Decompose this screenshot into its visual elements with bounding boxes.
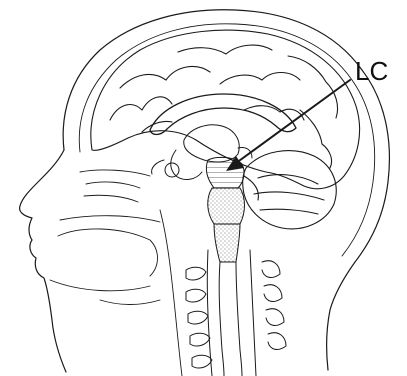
spinal-column [186, 250, 286, 376]
face-structures [50, 170, 182, 376]
nasal-cavity [80, 170, 150, 176]
palate [60, 216, 160, 222]
thalamus [184, 125, 239, 162]
spinous-process-4 [268, 333, 286, 350]
vertebra-5 [192, 355, 212, 368]
gyrus-6 [300, 110, 332, 168]
pharynx [160, 210, 182, 376]
corpus-callosum [150, 94, 296, 135]
nasal-concha-1 [86, 182, 140, 188]
vertebra-1 [186, 267, 206, 280]
spinous-process-3 [266, 309, 284, 326]
face-profile [20, 150, 66, 372]
spinal-canal-right [250, 250, 256, 376]
spinous-process-2 [264, 285, 282, 302]
medulla [214, 224, 240, 262]
vertebra-3 [188, 311, 208, 324]
vertebra-2 [186, 289, 206, 302]
head-outline [20, 10, 390, 372]
pons [208, 188, 245, 224]
gyrus-2 [120, 66, 210, 88]
fourth-ventricle [244, 176, 258, 200]
hypothalamus [171, 150, 202, 179]
hyoid-region [100, 300, 160, 305]
cerebellum-fold-3 [260, 209, 318, 214]
gyrus-1 [110, 97, 172, 120]
vertebra-4 [190, 333, 210, 346]
spinal-cord-left [219, 262, 224, 376]
nasal-concha-2 [84, 195, 138, 202]
tongue [58, 229, 158, 276]
gyrus-3 [178, 45, 272, 54]
lc-label: LC [355, 56, 388, 86]
jaw [50, 280, 150, 291]
gyrus-4 [220, 73, 300, 85]
lc-arrow-shaft [232, 80, 350, 166]
optic-region [152, 160, 164, 174]
brainstem [206, 157, 244, 262]
cerebellum [243, 151, 337, 229]
spinal-cord-right [236, 262, 242, 376]
cerebellum-fold-1 [258, 175, 318, 184]
spinous-process-1 [262, 261, 280, 278]
cerebellum-fold-2 [254, 192, 324, 200]
